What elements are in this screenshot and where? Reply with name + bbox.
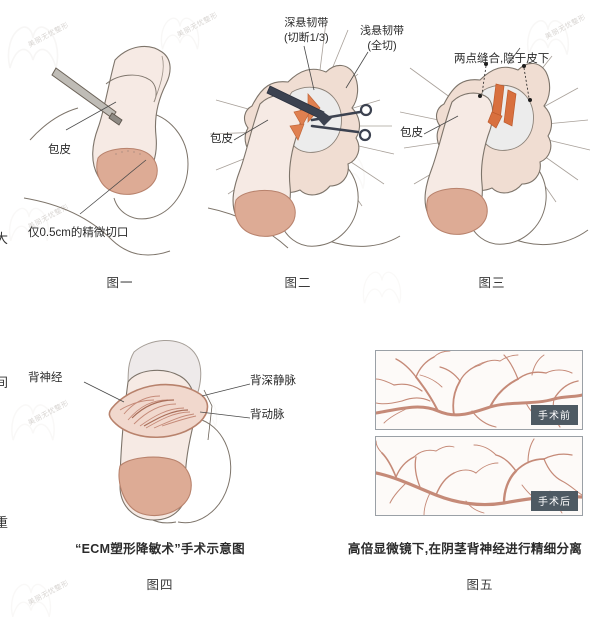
label-line-1: 深悬韧带	[284, 17, 329, 29]
figure-caption-1: 图一	[106, 276, 134, 290]
edge-fragment: 间	[0, 375, 9, 390]
figure-panel-5: 手术前	[375, 350, 585, 530]
figure-caption-3: 图三	[478, 276, 506, 290]
figure-5-subcaption: 高倍显微镜下,在阴茎背神经进行精细分离	[347, 542, 583, 556]
edge-fragment: 重	[0, 515, 9, 530]
figure-1-illustration	[23, 45, 189, 256]
micrograph-after: 手术后	[375, 436, 583, 516]
badge-before-surgery: 手术前	[531, 405, 578, 425]
watermark-logo	[360, 268, 404, 308]
label-dorsal-nerve: 背神经	[28, 372, 63, 384]
figure-caption-4: 图四	[146, 578, 174, 592]
figure-3-illustration	[399, 47, 591, 246]
badge-after-surgery: 手术后	[531, 491, 578, 511]
label-micro-incision: 仅0.5cm的精微切口	[28, 227, 129, 239]
label-deep-suspensory-ligament: 深悬韧带 (切断1/3)	[284, 16, 329, 46]
nerve-fiber-render-after	[376, 437, 582, 515]
label-shallow-suspensory-ligament: 浅悬韧带 (全切)	[360, 24, 404, 54]
label-dorsal-artery: 背动脉	[250, 409, 285, 421]
label-deep-dorsal-vein: 背深静脉	[250, 375, 296, 387]
label-two-point-suture: 两点缝合,隐于皮下	[454, 53, 550, 65]
label-foreskin-fig2: 包皮	[210, 133, 233, 145]
watermark-logo	[8, 580, 54, 622]
figure-2-illustration	[207, 21, 401, 249]
figure-caption-2: 图二	[284, 276, 312, 290]
figure-4-subcaption: “ECM塑形降敏术”手术示意图	[75, 542, 245, 556]
label-foreskin-fig1: 包皮	[48, 144, 71, 156]
figure-panel-3: 两点缝合,隐于皮下 包皮	[399, 8, 595, 258]
label-line-2: (全切)	[367, 39, 397, 52]
figure-caption-5: 图五	[466, 578, 494, 592]
label-line-2: (切断1/3)	[284, 31, 329, 44]
micrograph-before: 手术前	[375, 350, 583, 430]
figure-panel-4: 背神经 背深静脉 背动脉	[28, 330, 310, 525]
edge-fragment: 大	[0, 231, 9, 246]
figure-4-illustration	[83, 339, 251, 524]
figure-panel-1: 包皮 仅0.5cm的精微切口	[20, 8, 205, 258]
watermark-text: 美丽无忧整形	[27, 579, 71, 608]
label-foreskin-fig3: 包皮	[400, 127, 423, 139]
label-line-1: 浅悬韧带	[360, 25, 404, 37]
figure-panel-2: 深悬韧带 (切断1/3) 浅悬韧带 (全切) 包皮	[207, 8, 408, 258]
